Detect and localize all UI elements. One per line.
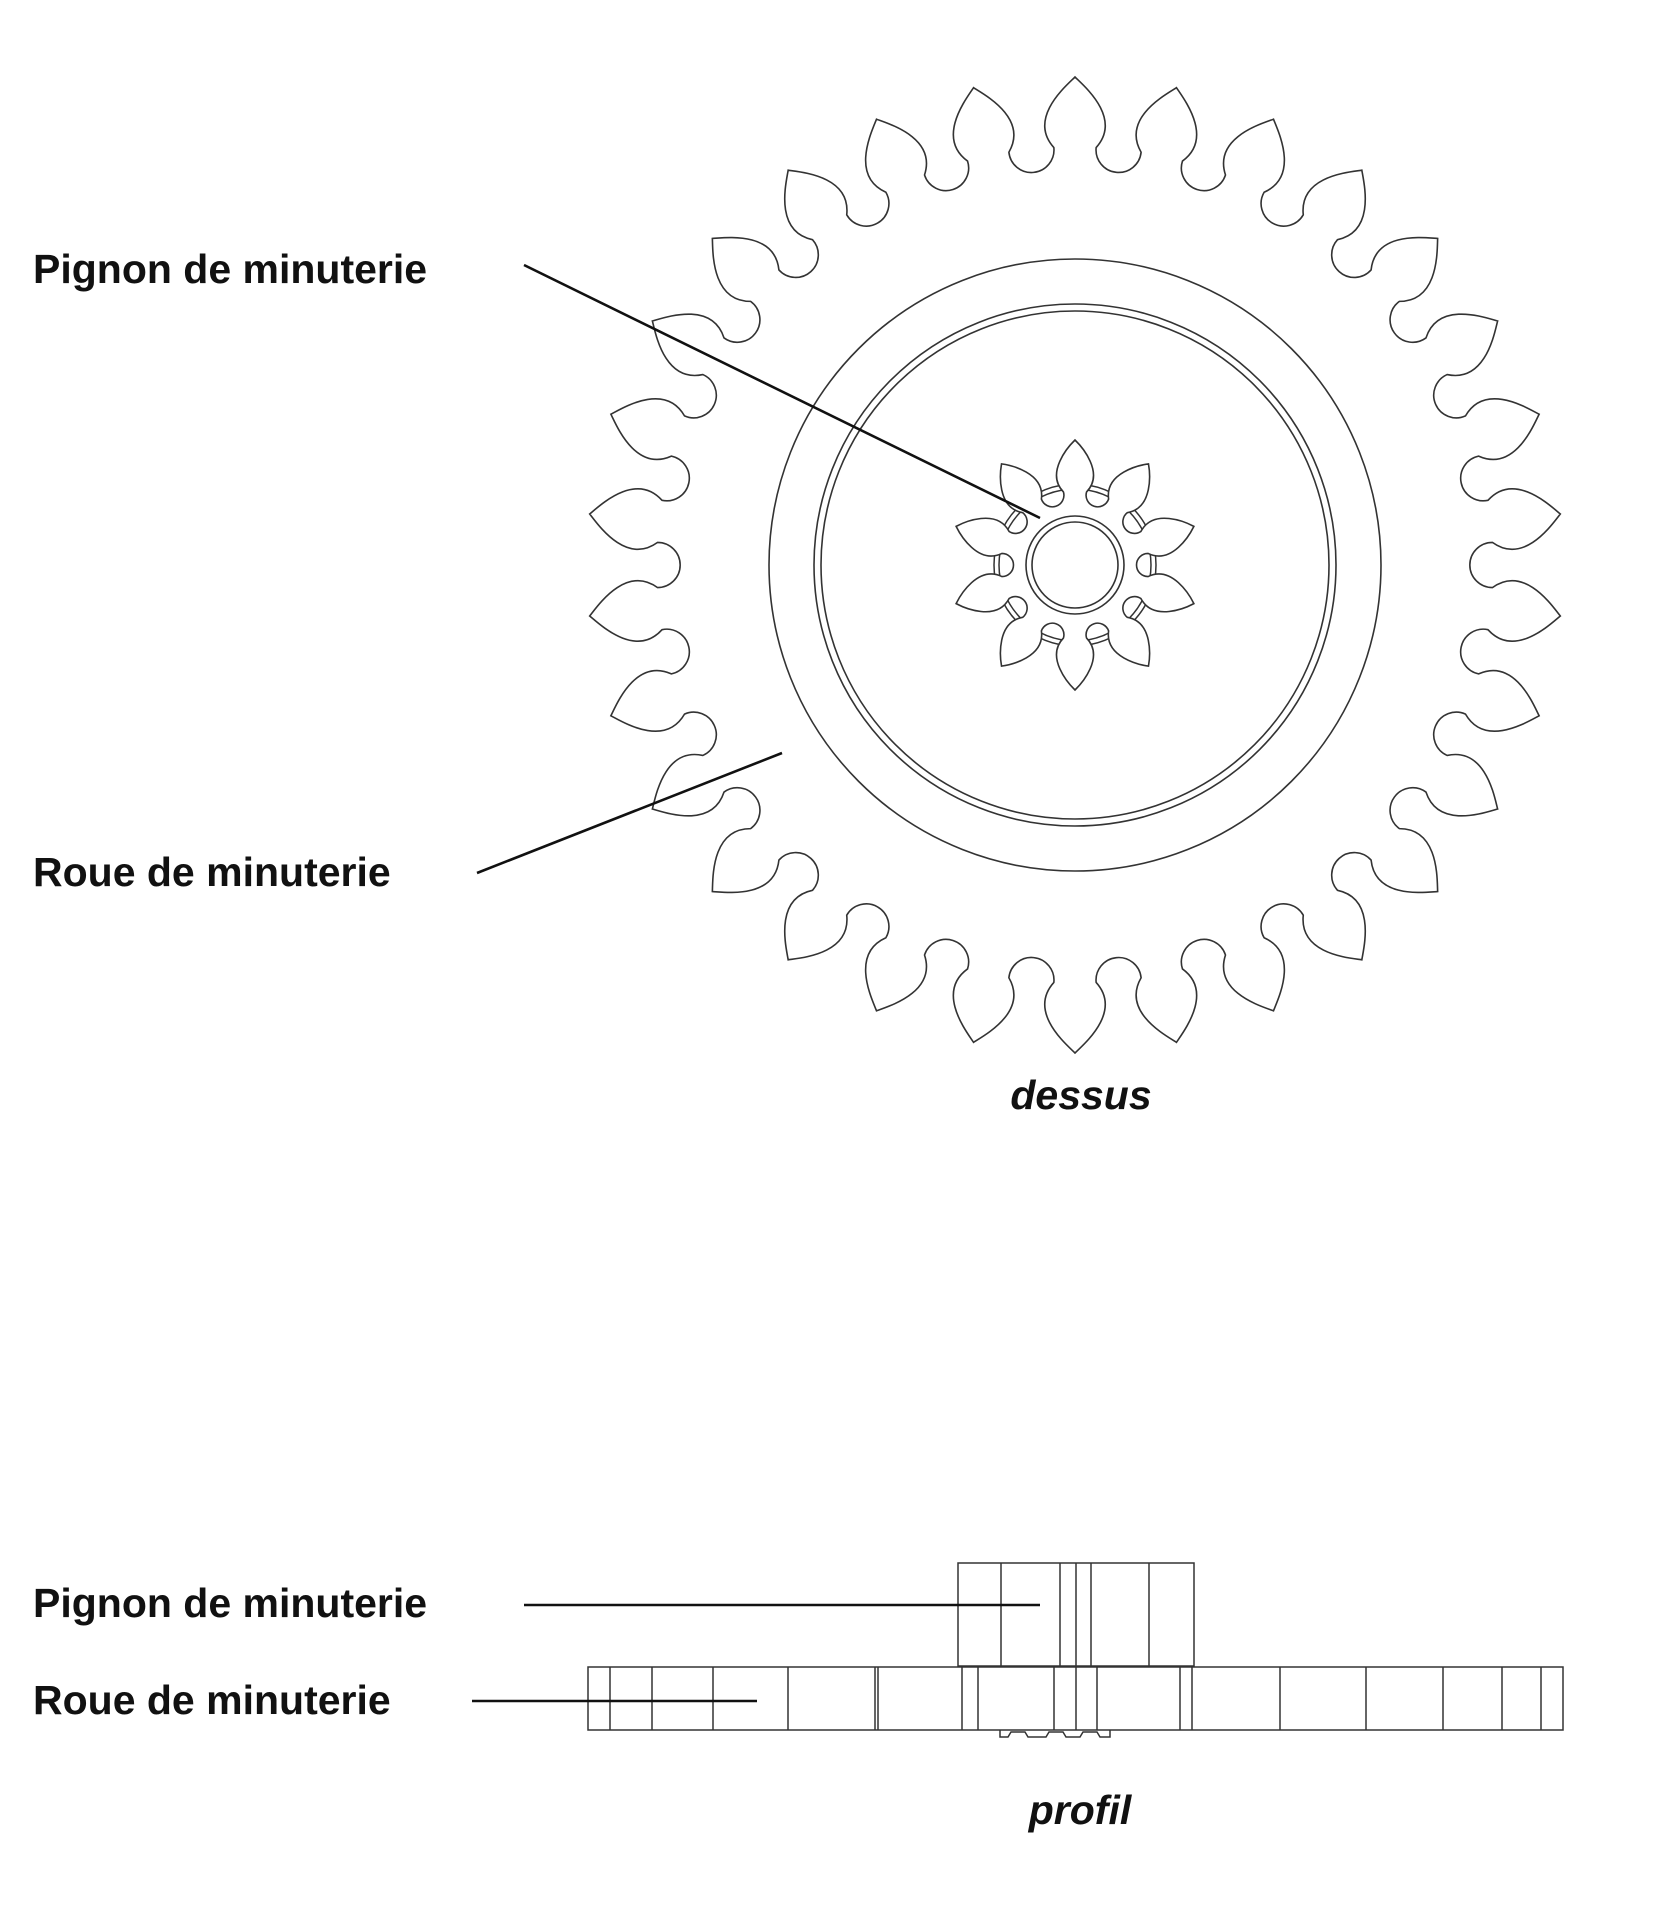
label-wheel-profile: Roue de minuterie (33, 1677, 391, 1723)
wheel-inner-circle (813, 303, 1337, 827)
pinion-hub-inner (1031, 521, 1119, 609)
label-pinion-top: Pignon de minuterie (33, 246, 428, 292)
leader-line-wheel-top (476, 751, 783, 875)
wheel-rim-circle (768, 258, 1382, 872)
pinion-hub-outer (1025, 515, 1125, 615)
caption-profile-view: profil (1028, 1787, 1132, 1833)
caption-top-view: dessus (1010, 1072, 1152, 1118)
leader-line-pinion-top (523, 263, 1041, 520)
profile-view (587, 1562, 1564, 1738)
label-wheel-top: Roue de minuterie (33, 849, 391, 895)
pinion-profile-teeth-below (999, 1730, 1111, 1738)
label-pinion-profile: Pignon de minuterie (33, 1580, 428, 1626)
wheel-inner-circle-2 (820, 310, 1330, 820)
